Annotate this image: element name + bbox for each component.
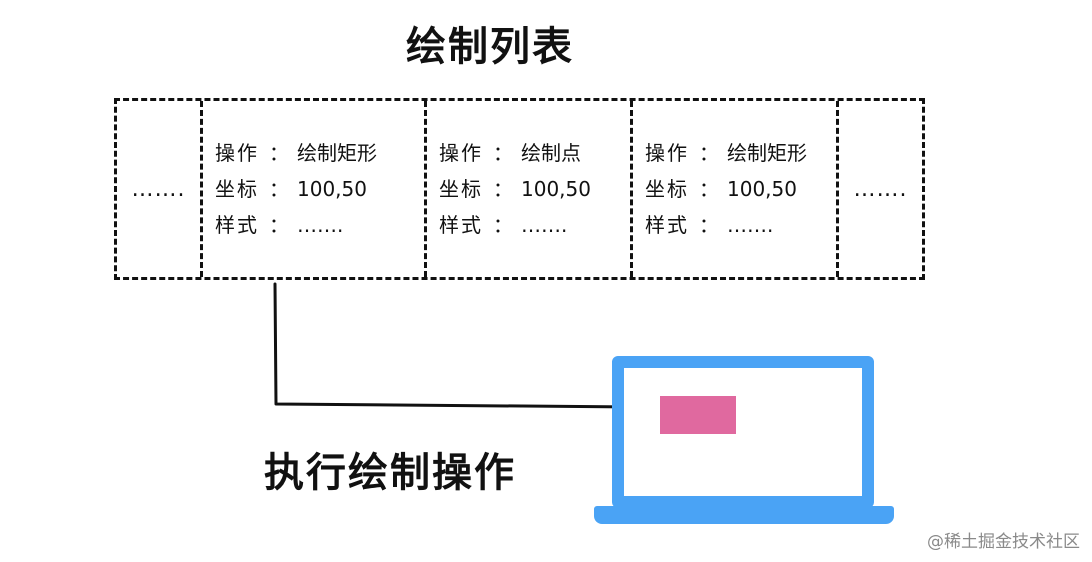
op-value: 绘制点 — [521, 141, 581, 165]
command-style-line: 样式 ： ……. — [439, 207, 630, 243]
leading-ellipsis-cell: ……. — [117, 101, 203, 277]
op-value: 绘制矩形 — [727, 141, 807, 165]
separator: ： — [699, 177, 719, 201]
coord-key: 坐标 — [215, 177, 259, 201]
coord-key: 坐标 — [439, 177, 483, 201]
laptop-base — [594, 506, 894, 524]
draw-command-3: 操作 ： 绘制矩形 坐标 ： 100,50 样式 ： ……. — [633, 101, 839, 277]
watermark: @稀土掘金技术社区 — [927, 532, 1080, 552]
op-key: 操作 — [645, 141, 689, 165]
style-value: ……. — [521, 213, 568, 237]
laptop-screen — [612, 356, 874, 508]
execute-draw-label: 执行绘制操作 — [264, 450, 516, 496]
op-key: 操作 — [439, 141, 483, 165]
coord-key: 坐标 — [645, 177, 689, 201]
command-style-line: 样式 ： ……. — [215, 207, 424, 243]
command-op-line: 操作 ： 绘制矩形 — [645, 135, 836, 171]
coord-value: 100,50 — [521, 177, 591, 201]
separator: ： — [493, 177, 513, 201]
command-coord-line: 坐标 ： 100,50 — [645, 171, 836, 207]
coord-value: 100,50 — [727, 177, 797, 201]
separator: ： — [699, 141, 719, 165]
coord-value: 100,50 — [297, 177, 367, 201]
command-coord-line: 坐标 ： 100,50 — [439, 171, 630, 207]
command-op-line: 操作 ： 绘制点 — [439, 135, 630, 171]
separator: ： — [269, 213, 289, 237]
style-key: 样式 — [215, 213, 259, 237]
command-style-line: 样式 ： ……. — [645, 207, 836, 243]
style-value: ……. — [297, 213, 344, 237]
style-value: ……. — [727, 213, 774, 237]
leading-ellipsis: ……. — [131, 176, 186, 202]
op-key: 操作 — [215, 141, 259, 165]
trailing-ellipsis-cell: ……. — [839, 101, 922, 277]
separator: ： — [269, 141, 289, 165]
command-coord-line: 坐标 ： 100,50 — [215, 171, 424, 207]
command-op-line: 操作 ： 绘制矩形 — [215, 135, 424, 171]
draw-command-1: 操作 ： 绘制矩形 坐标 ： 100,50 样式 ： ……. — [203, 101, 427, 277]
style-key: 样式 — [645, 213, 689, 237]
trailing-ellipsis: ……. — [853, 176, 908, 202]
style-key: 样式 — [439, 213, 483, 237]
drawn-rectangle — [660, 396, 736, 434]
laptop-icon — [594, 356, 894, 526]
separator: ： — [493, 141, 513, 165]
separator: ： — [269, 177, 289, 201]
separator: ： — [493, 213, 513, 237]
op-value: 绘制矩形 — [297, 141, 377, 165]
diagram-title: 绘制列表 — [406, 24, 574, 70]
draw-command-2: 操作 ： 绘制点 坐标 ： 100,50 样式 ： ……. — [427, 101, 633, 277]
draw-list: ……. 操作 ： 绘制矩形 坐标 ： 100,50 样式 ： ……. 操作 ： 绘制点 坐标 ： 1… — [114, 98, 925, 280]
separator: ： — [699, 213, 719, 237]
arrow-line — [273, 282, 638, 409]
